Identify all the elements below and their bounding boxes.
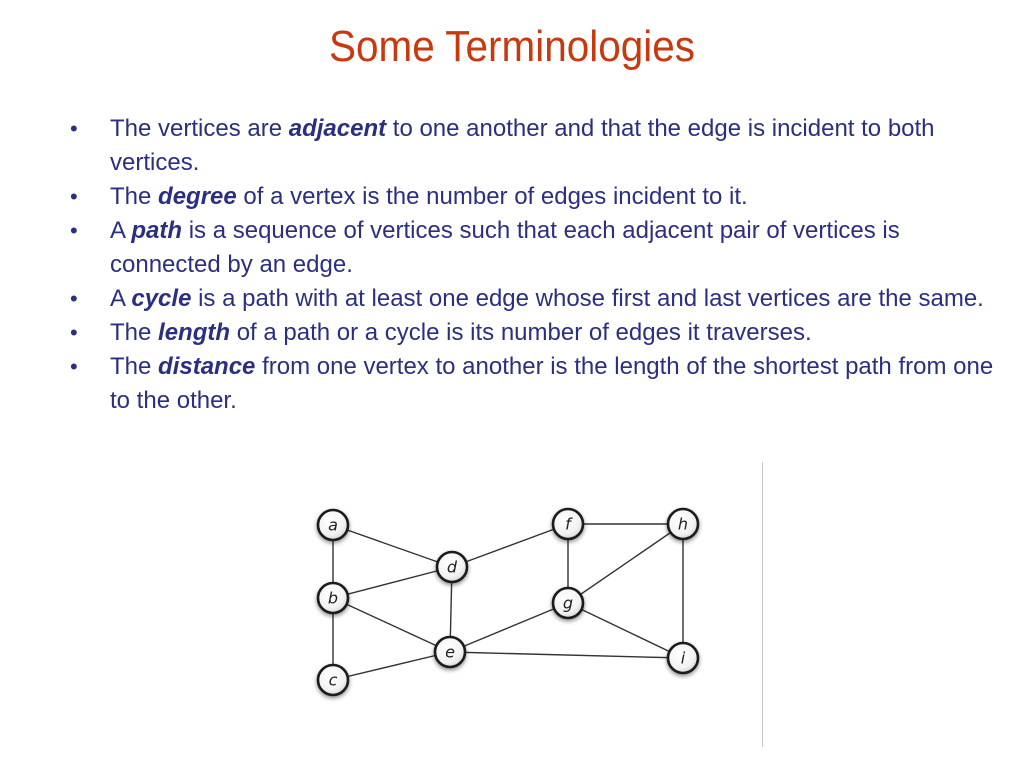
bullet-distance: • The distance from one vertex to another… xyxy=(66,350,996,418)
term-path: path xyxy=(131,217,183,244)
bullet-dot: • xyxy=(70,184,78,209)
vertex-label: i xyxy=(681,649,686,668)
vertical-divider xyxy=(762,462,763,747)
vertex-d: d xyxy=(435,550,469,584)
bullet-dot: • xyxy=(70,116,78,141)
vertex-b: b xyxy=(316,581,350,615)
terminology-list: • The vertices are adjacent to one anothe… xyxy=(66,112,996,418)
term-distance: distance xyxy=(158,353,256,380)
bullet-adjacent: • The vertices are adjacent to one anothe… xyxy=(66,112,996,180)
vertex-g: g xyxy=(551,586,585,620)
bullet-text: from one vertex to another is the length… xyxy=(110,353,994,414)
bullet-path: • A path is a sequence of vertices such t… xyxy=(66,214,996,282)
vertex-label: f xyxy=(565,515,573,534)
bullet-text: A xyxy=(110,217,132,244)
bullet-length: • The length of a path or a cycle is its … xyxy=(66,316,996,350)
bullet-text: to one another and that the edge is inci… xyxy=(110,115,935,176)
vertex-a: a xyxy=(316,508,350,542)
vertex-circle xyxy=(551,507,585,541)
bullet-text: of a vertex is the number of edges incid… xyxy=(236,183,748,210)
vertex-circle xyxy=(433,635,467,669)
bullet-text: is a sequence of vertices such that each… xyxy=(110,217,900,278)
vertex-circle xyxy=(316,508,350,542)
vertex-circle xyxy=(316,663,350,697)
bullet-text: The xyxy=(110,319,159,346)
bullet-dot: • xyxy=(70,320,78,345)
bullet-degree: • The degree of a vertex is the number of… xyxy=(66,180,996,214)
bullet-dot: • xyxy=(70,354,78,379)
edge-c-e xyxy=(332,651,451,681)
bullet-text: is a path with at least one edge whose f… xyxy=(191,285,984,312)
term-length: length xyxy=(158,319,231,346)
edge-e-g xyxy=(449,602,569,653)
vertex-circle xyxy=(435,550,469,584)
edge-a-d xyxy=(332,524,453,568)
bullet-text: of a path or a cycle is its number of ed… xyxy=(230,319,812,346)
vertex-label: h xyxy=(678,515,688,534)
vertex-label: c xyxy=(329,671,338,690)
bullet-text: The xyxy=(110,353,159,380)
vertex-h: h xyxy=(666,507,700,541)
slide-title: Some Terminologies xyxy=(328,22,695,71)
term-degree: degree xyxy=(158,183,237,210)
edge-d-f xyxy=(451,523,569,568)
vertex-f: f xyxy=(551,507,585,541)
vertex-circle xyxy=(666,507,700,541)
term-adjacent: adjacent xyxy=(288,115,387,142)
vertex-label: e xyxy=(445,643,455,662)
edge-g-h xyxy=(567,523,684,604)
vertex-c: c xyxy=(316,663,350,697)
edge-g-i xyxy=(567,602,684,659)
bullet-text: The xyxy=(110,183,159,210)
vertex-circle xyxy=(316,581,350,615)
vertex-label: b xyxy=(328,589,338,608)
vertex-e: e xyxy=(433,635,467,669)
vertex-circle xyxy=(666,641,700,675)
edge-b-d xyxy=(332,566,453,599)
bullet-text: The vertices are xyxy=(110,115,289,142)
graph-diagram: a b c d e f g h i xyxy=(316,507,700,697)
vertex-i: i xyxy=(666,641,700,675)
bullet-text: A xyxy=(110,285,132,312)
vertex-label: a xyxy=(328,516,338,535)
bullet-dot: • xyxy=(70,218,78,243)
bullet-cycle: • A cycle is a path with at least one edg… xyxy=(66,282,996,316)
vertex-label: d xyxy=(447,558,458,577)
edge-e-i xyxy=(449,651,684,659)
edge-b-e xyxy=(332,597,451,653)
bullet-dot: • xyxy=(70,286,78,311)
vertex-circle xyxy=(551,586,585,620)
term-cycle: cycle xyxy=(131,285,192,312)
vertex-label: g xyxy=(563,594,573,613)
